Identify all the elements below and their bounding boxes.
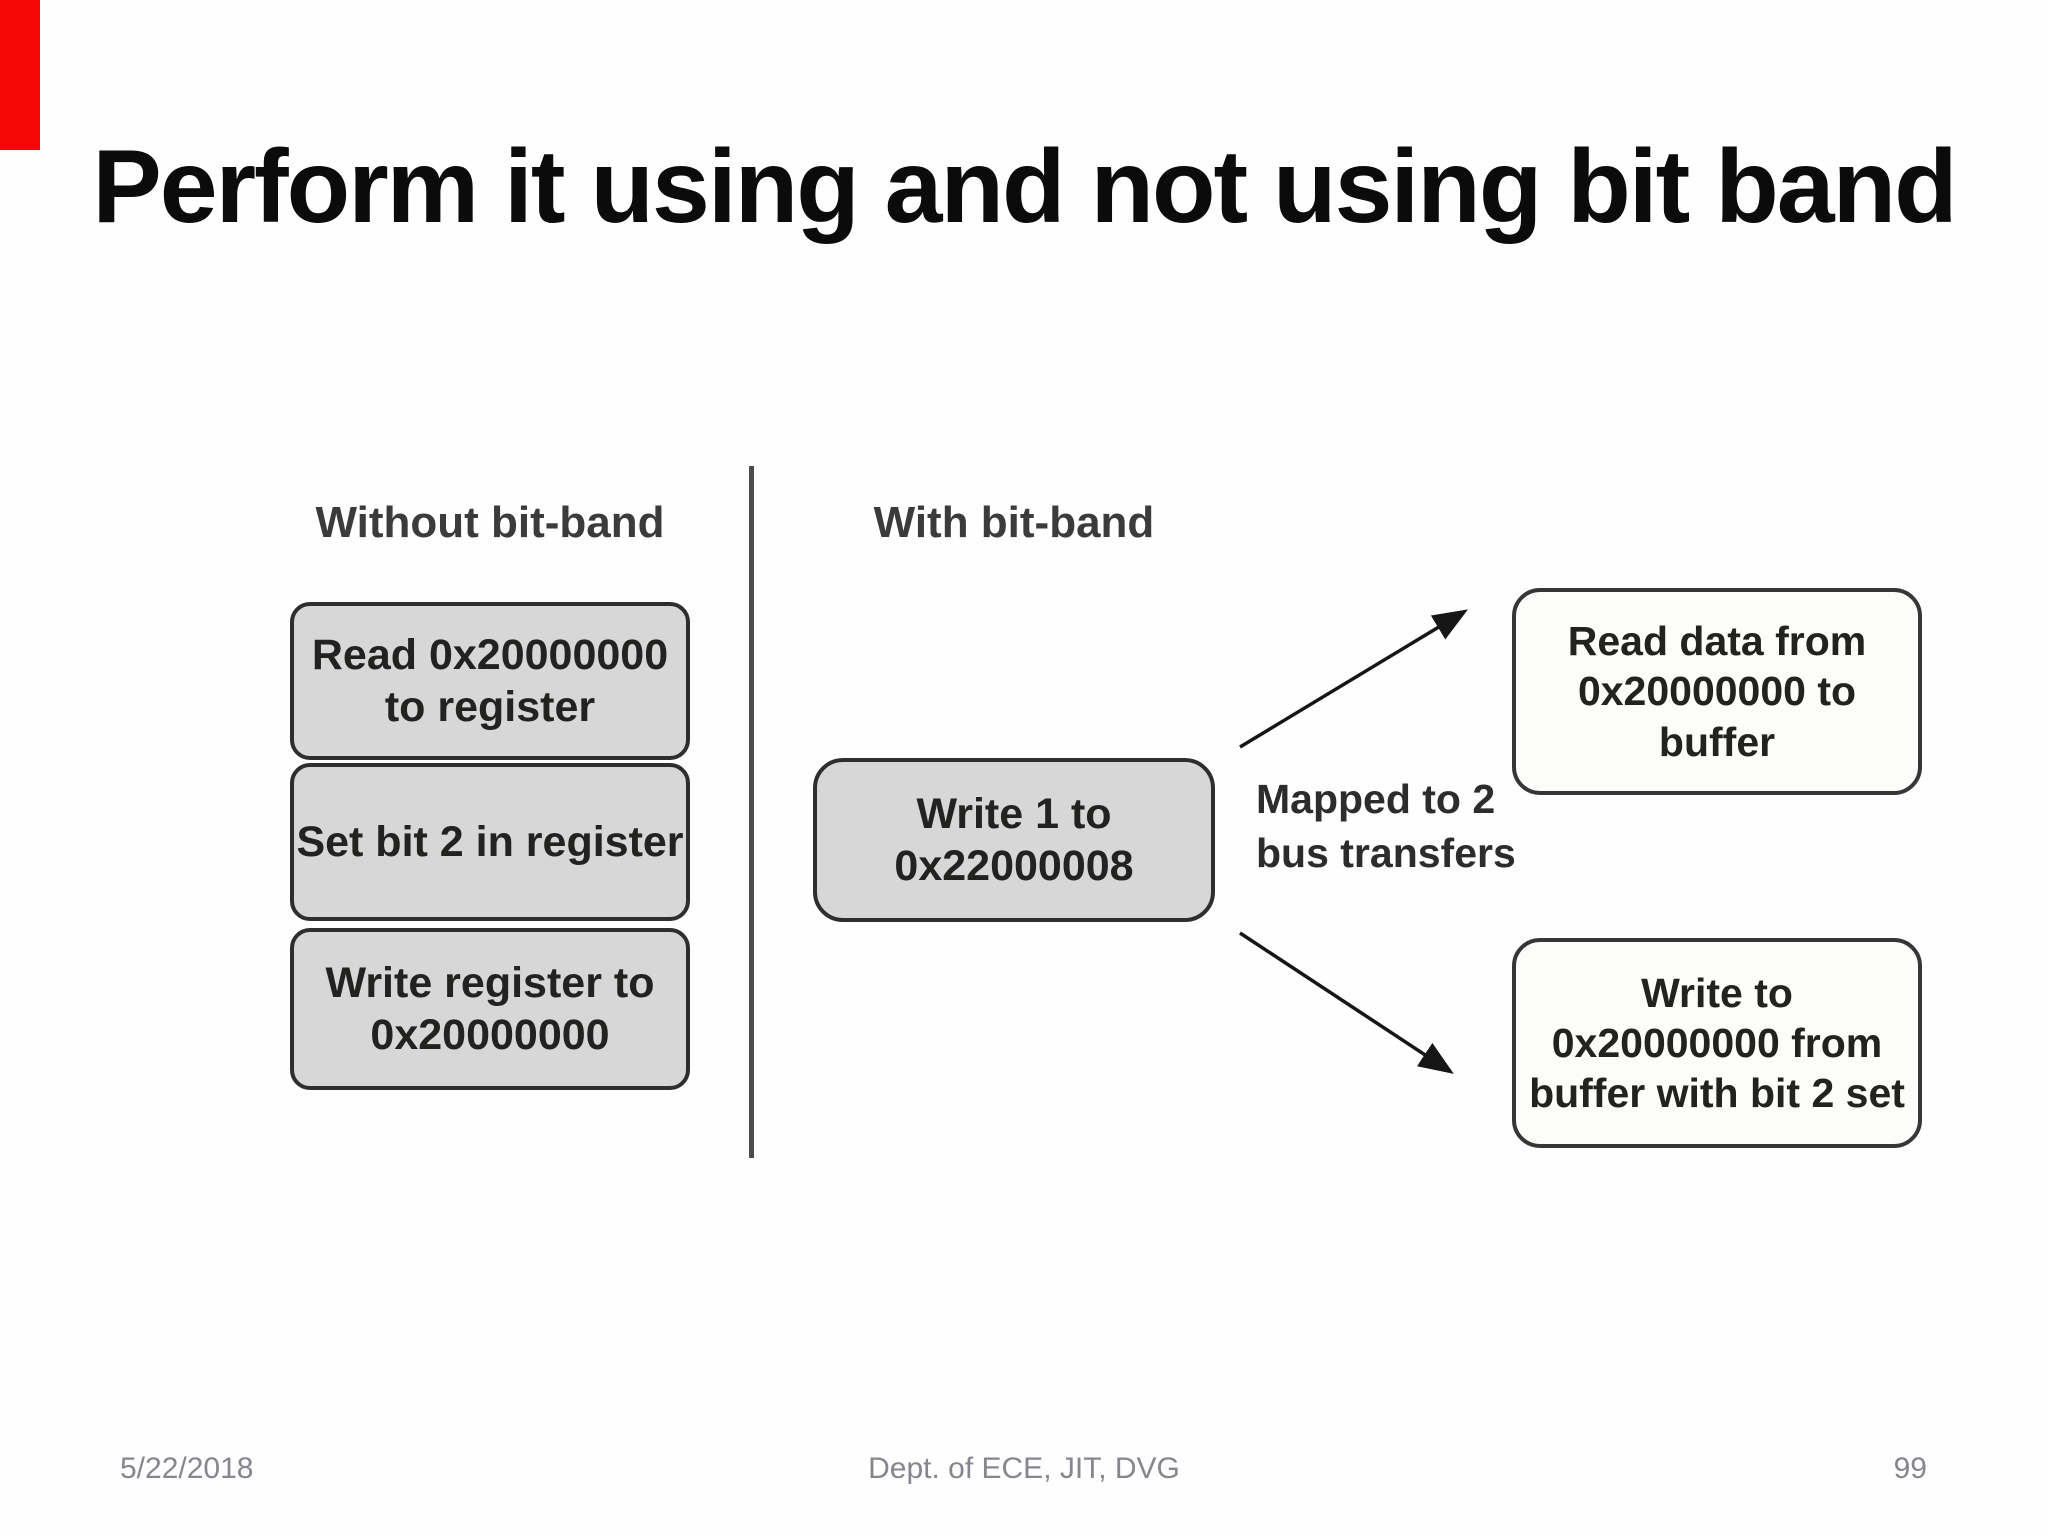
step-box-write-register: Write register to 0x20000000: [290, 928, 690, 1090]
read-transfer-arrow: [1239, 609, 1468, 749]
column-divider: [749, 466, 754, 1158]
mapping-note: Mapped to 2 bus transfers: [1256, 772, 1516, 880]
mapping-note-line: bus transfers: [1256, 830, 1516, 877]
box-text-line: Write 1 to: [916, 789, 1112, 838]
box-text-line: Read 0x20000000: [311, 630, 669, 679]
footer-page-number: 99: [1893, 1452, 1927, 1485]
write-transfer-box: Write to 0x20000000 from buffer with bit…: [1512, 938, 1922, 1148]
box-text-line: Set bit 2 in register: [296, 817, 684, 866]
box-text-line: 0x20000000: [370, 1011, 610, 1059]
box-text-line: Write register to: [325, 958, 655, 1007]
red-corner-marker: [0, 0, 40, 150]
box-text-line: 0x22000008: [894, 842, 1134, 890]
box-text-line: 0x20000000 from: [1551, 1019, 1883, 1066]
slide-title: Perform it using and not using bit band: [92, 129, 1957, 245]
box-text-line: Write to: [1641, 969, 1793, 1016]
with-bitband-label: With bit-band: [873, 498, 1155, 547]
step-box-set-bit: Set bit 2 in register: [290, 763, 690, 921]
without-bitband-label: Without bit-band: [315, 498, 665, 547]
box-text-line: buffer: [1658, 718, 1776, 765]
bitband-write-box: Write 1 to 0x22000008: [813, 758, 1215, 922]
write-transfer-arrow: [1239, 931, 1454, 1074]
read-transfer-box: Read data from 0x20000000 to buffer: [1512, 588, 1922, 795]
step-box-read-register: Read 0x20000000 to register: [290, 602, 690, 760]
footer-date: 5/22/2018: [120, 1452, 254, 1485]
box-text-line: buffer with bit 2 set: [1529, 1070, 1905, 1116]
box-text-line: Read data from: [1567, 618, 1867, 665]
box-text-line: to register: [384, 683, 596, 731]
box-text-line: 0x20000000 to: [1577, 668, 1857, 715]
mapping-note-line: Mapped to 2: [1256, 776, 1496, 822]
footer-text: Dept. of ECE, JIT, DVG: [868, 1452, 1180, 1485]
